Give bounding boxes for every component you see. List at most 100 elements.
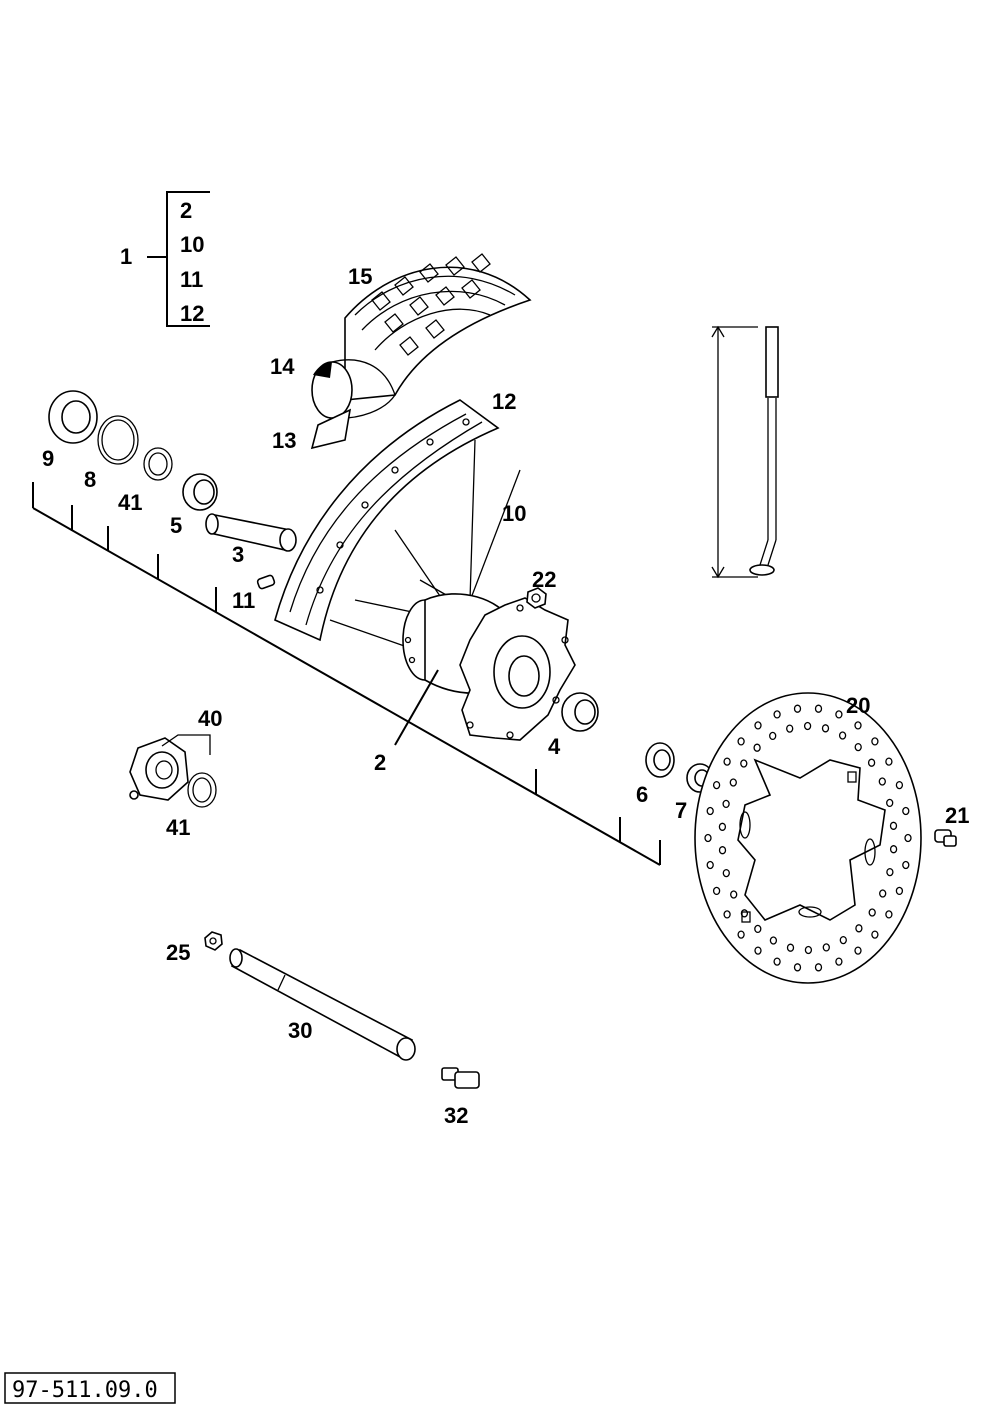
axle-nut (204, 931, 223, 951)
label-21: 21 (945, 803, 969, 828)
disc-hole (895, 886, 904, 896)
disc-hole (885, 757, 893, 766)
nut (526, 587, 547, 609)
shaft-seal-right (645, 742, 675, 778)
label-20: 20 (846, 693, 870, 718)
label-9: 9 (42, 446, 54, 471)
disc-hole (706, 860, 714, 870)
disc-hole (838, 731, 847, 740)
label-10: 10 (502, 501, 526, 526)
label-kit-2: 2 (180, 198, 192, 223)
disc-hole (769, 731, 777, 741)
disc-hole (706, 806, 714, 816)
disc-hole (718, 846, 727, 855)
disc-hole (814, 704, 823, 713)
disc-hole (773, 957, 781, 966)
disc-hole (904, 833, 912, 843)
disc-hole (723, 910, 731, 919)
disc-hole (871, 930, 879, 939)
clamp-bolt (441, 1067, 480, 1089)
disc-hole (803, 721, 812, 731)
diagram-code: 97-511.09.0 (12, 1378, 158, 1403)
disc-hole (723, 757, 731, 766)
label-2: 2 (374, 750, 386, 775)
label-13: 13 (272, 428, 296, 453)
disc-hole (730, 890, 738, 899)
label-3: 3 (232, 542, 244, 567)
distance-tube (205, 513, 297, 552)
disc-hole (740, 909, 749, 918)
kit-bracket (147, 191, 210, 327)
disc-hole (878, 777, 886, 786)
label-kit-11: 11 (180, 267, 203, 292)
disc-hole (835, 957, 843, 966)
label-40: 40 (198, 706, 222, 731)
label-25: 25 (166, 940, 190, 965)
disc-hole (804, 945, 813, 955)
label-1: 1 (120, 244, 132, 269)
disc-hole (737, 737, 745, 746)
axle (229, 948, 416, 1061)
disc-hole (729, 778, 737, 787)
disc-hole (871, 737, 879, 746)
disc-hole (704, 833, 712, 843)
label-kit-12: 12 (180, 301, 204, 326)
disc-hole (786, 943, 795, 952)
disc-hole (793, 963, 802, 972)
disc-hole (889, 845, 898, 854)
rim-tape (310, 408, 352, 450)
label-32: 32 (444, 1103, 468, 1128)
disc-hole (740, 759, 748, 768)
disc-hole (712, 886, 721, 896)
bearing-left (182, 473, 218, 511)
disc-hole (867, 758, 876, 767)
label-7: 7 (675, 798, 687, 823)
label-30: 30 (288, 1018, 312, 1043)
disc-hole (769, 936, 778, 945)
disc-hole (895, 780, 904, 790)
bearing-right (561, 692, 599, 732)
disc-hole (754, 946, 762, 955)
spoke-nipple (256, 574, 276, 590)
disc-hole (722, 868, 730, 878)
disc-bolt (934, 829, 957, 847)
disc-hole (718, 822, 727, 831)
disc-hole (902, 806, 910, 816)
disc-hole (889, 821, 898, 830)
disc-hole (754, 721, 762, 730)
disc-hole (722, 799, 730, 809)
disc-hole (855, 924, 863, 933)
disc-hole (786, 724, 794, 733)
label-8: 8 (84, 467, 96, 492)
brake-disc (694, 692, 922, 984)
label-41: 41 (118, 490, 142, 515)
disc-hole (879, 889, 887, 898)
label-6: 6 (636, 782, 648, 807)
disc-hole (885, 910, 893, 919)
diagram-code-box: 97-511.09.0 (4, 1372, 176, 1404)
disc-hole (712, 780, 721, 790)
label-41b: 41 (166, 815, 190, 840)
brake-disc-holes (704, 704, 912, 972)
label-22: 22 (532, 567, 556, 592)
circlip-top (143, 447, 173, 481)
disc-hole (814, 963, 823, 972)
hub (402, 593, 576, 741)
disc-hole (868, 908, 876, 917)
label-kit-10: 10 (180, 232, 204, 257)
o-ring (97, 415, 139, 465)
disc-hole (835, 710, 843, 719)
shaft-seal-left (48, 390, 98, 444)
disc-hole (886, 867, 894, 877)
disc-hole (754, 924, 762, 934)
disc-hole (854, 742, 862, 752)
label-5: 5 (170, 513, 182, 538)
disc-hole (737, 930, 745, 939)
disc-hole (773, 710, 781, 719)
disc-hole (902, 860, 910, 870)
inner-tube (311, 359, 396, 419)
disc-hole (793, 704, 802, 713)
rim (274, 399, 500, 642)
label-4: 4 (548, 734, 561, 759)
